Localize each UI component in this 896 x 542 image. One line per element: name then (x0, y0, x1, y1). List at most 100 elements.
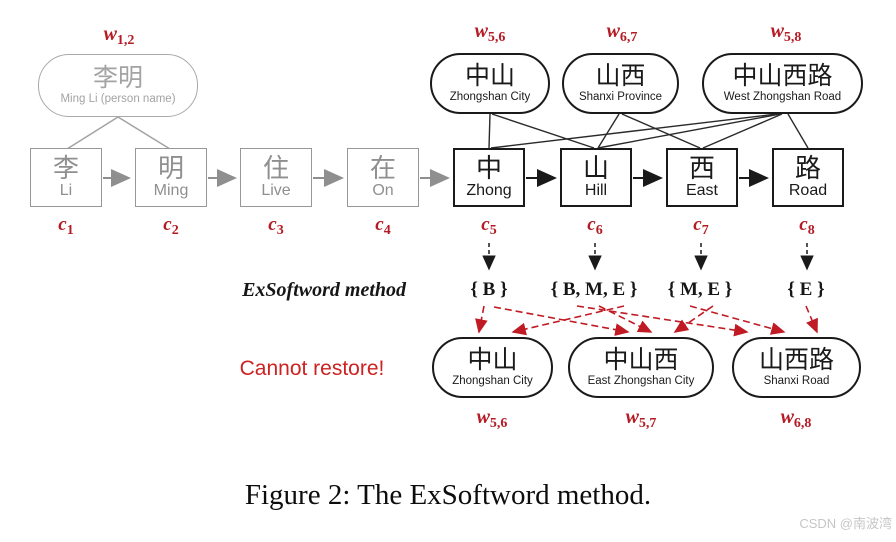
w-sub: 6,7 (619, 30, 638, 45)
w-base: w (770, 20, 784, 42)
word-en: West Zhongshan Road (723, 90, 842, 103)
word-bubble-liming: 李明 Ming Li (person name) (38, 54, 198, 117)
person-word-links (66, 116, 171, 150)
char-zh: 山 (582, 153, 609, 184)
c-sub: 7 (701, 223, 709, 238)
char-en: On (372, 181, 394, 199)
char-label-c4: c4 (358, 214, 408, 239)
word-zh: 山西 (595, 62, 646, 91)
char-zh: 住 (262, 153, 289, 184)
cannot-restore-label: Cannot restore! (239, 357, 385, 380)
char-zh: 中 (475, 153, 502, 184)
c-base: c (163, 214, 172, 235)
char-en: Road (788, 181, 828, 199)
word-zh: 李明 (92, 64, 143, 93)
word-zh: 山西路 (758, 346, 834, 375)
w-base: w (474, 20, 488, 42)
char-zh: 路 (794, 153, 821, 184)
char-en: East (685, 181, 718, 199)
char-label-c3: c3 (251, 214, 301, 239)
word-en: East Zhongshan City (587, 374, 695, 387)
char-zh: 西 (688, 153, 715, 184)
c-sub: 3 (276, 223, 284, 238)
char-label-c8: c8 (782, 214, 832, 239)
top-word-links (488, 113, 809, 149)
w-base: w (103, 23, 117, 45)
label-set-c5: { B } (470, 279, 508, 300)
char-box-road: 路 Road (772, 148, 844, 207)
label-set-c8: { E } (787, 279, 825, 300)
char-label-c5: c5 (464, 214, 514, 239)
word-label-w58-top: w5,8 (751, 20, 821, 46)
c-sub: 5 (489, 223, 497, 238)
w-sub: 6,8 (793, 416, 812, 431)
word-label-w68-bottom: w6,8 (761, 406, 831, 432)
word-en: Zhongshan City (449, 90, 531, 103)
char-en: Zhong (466, 181, 512, 199)
char-box-live: 住 Live (240, 148, 312, 207)
char-zh: 李 (52, 153, 79, 184)
word-zh: 中山 (467, 346, 518, 375)
word-en: Shanxi Province (578, 90, 663, 103)
word-bubble-zhongshan-top: 中山 Zhongshan City (430, 53, 550, 114)
char-label-c2: c2 (146, 214, 196, 239)
char-box-li: 李 Li (30, 148, 102, 207)
w-base: w (476, 406, 490, 428)
char-box-east: 西 East (666, 148, 738, 207)
csdn-watermark: CSDN @南波湾 (799, 516, 892, 531)
word-zh: 中山西路 (732, 62, 833, 91)
char-en: Hill (584, 181, 608, 199)
word-label-w56-top: w5,6 (455, 20, 525, 46)
c-base: c (58, 214, 67, 235)
w-base: w (780, 406, 794, 428)
c-sub: 4 (383, 223, 391, 238)
word-label-w56-bottom: w5,6 (457, 406, 527, 432)
char-box-zhong: 中 Zhong (453, 148, 525, 207)
w-sub: 5,7 (638, 416, 657, 431)
w-sub: 1,2 (116, 33, 135, 48)
w-base: w (625, 406, 639, 428)
c-to-set-arrows (482, 243, 814, 271)
c-sub: 6 (595, 223, 603, 238)
figure-caption: Figure 2: The ExSoftword method. (244, 479, 652, 511)
char-label-c6: c6 (570, 214, 620, 239)
c-base: c (587, 214, 596, 235)
c-base: c (693, 214, 702, 235)
label-set-c7: { M, E } (667, 279, 733, 300)
word-en: Shanxi Road (763, 374, 830, 387)
char-en: Ming (153, 181, 189, 199)
w-sub: 5,6 (487, 30, 506, 45)
w-base: w (606, 20, 620, 42)
char-box-ming: 明 Ming (135, 148, 207, 207)
char-box-hill: 山 Hill (560, 148, 632, 207)
c-base: c (799, 214, 808, 235)
w-sub: 5,6 (489, 416, 508, 431)
char-en: Live (261, 181, 291, 199)
char-zh: 明 (157, 153, 184, 184)
word-label-w12: w1,2 (84, 23, 154, 49)
char-label-c7: c7 (676, 214, 726, 239)
w-sub: 5,8 (783, 30, 802, 45)
label-set-c6: { B, M, E } (550, 279, 638, 300)
word-bubble-east-zhongshan-city: 中山西 East Zhongshan City (568, 337, 714, 398)
restore-arrows (475, 305, 818, 337)
method-label: ExSoftword method (242, 279, 406, 301)
word-en: Zhongshan City (452, 374, 533, 387)
c-base: c (481, 214, 490, 235)
word-label-w57-bottom: w5,7 (606, 406, 676, 432)
char-zh: 在 (369, 153, 396, 184)
c-base: c (375, 214, 384, 235)
word-zh: 中山 (464, 62, 515, 91)
word-en: Ming Li (person name) (60, 92, 176, 105)
char-label-c1: c1 (41, 214, 91, 239)
word-zh: 中山西 (603, 346, 679, 375)
word-bubble-shanxi-road: 山西路 Shanxi Road (732, 337, 861, 398)
char-box-on: 在 On (347, 148, 419, 207)
word-bubble-zhongshan-bottom: 中山 Zhongshan City (432, 337, 553, 398)
c-sub: 1 (66, 223, 74, 238)
char-en: Li (59, 181, 73, 199)
c-sub: 2 (171, 223, 179, 238)
word-label-w67-top: w6,7 (587, 20, 657, 46)
